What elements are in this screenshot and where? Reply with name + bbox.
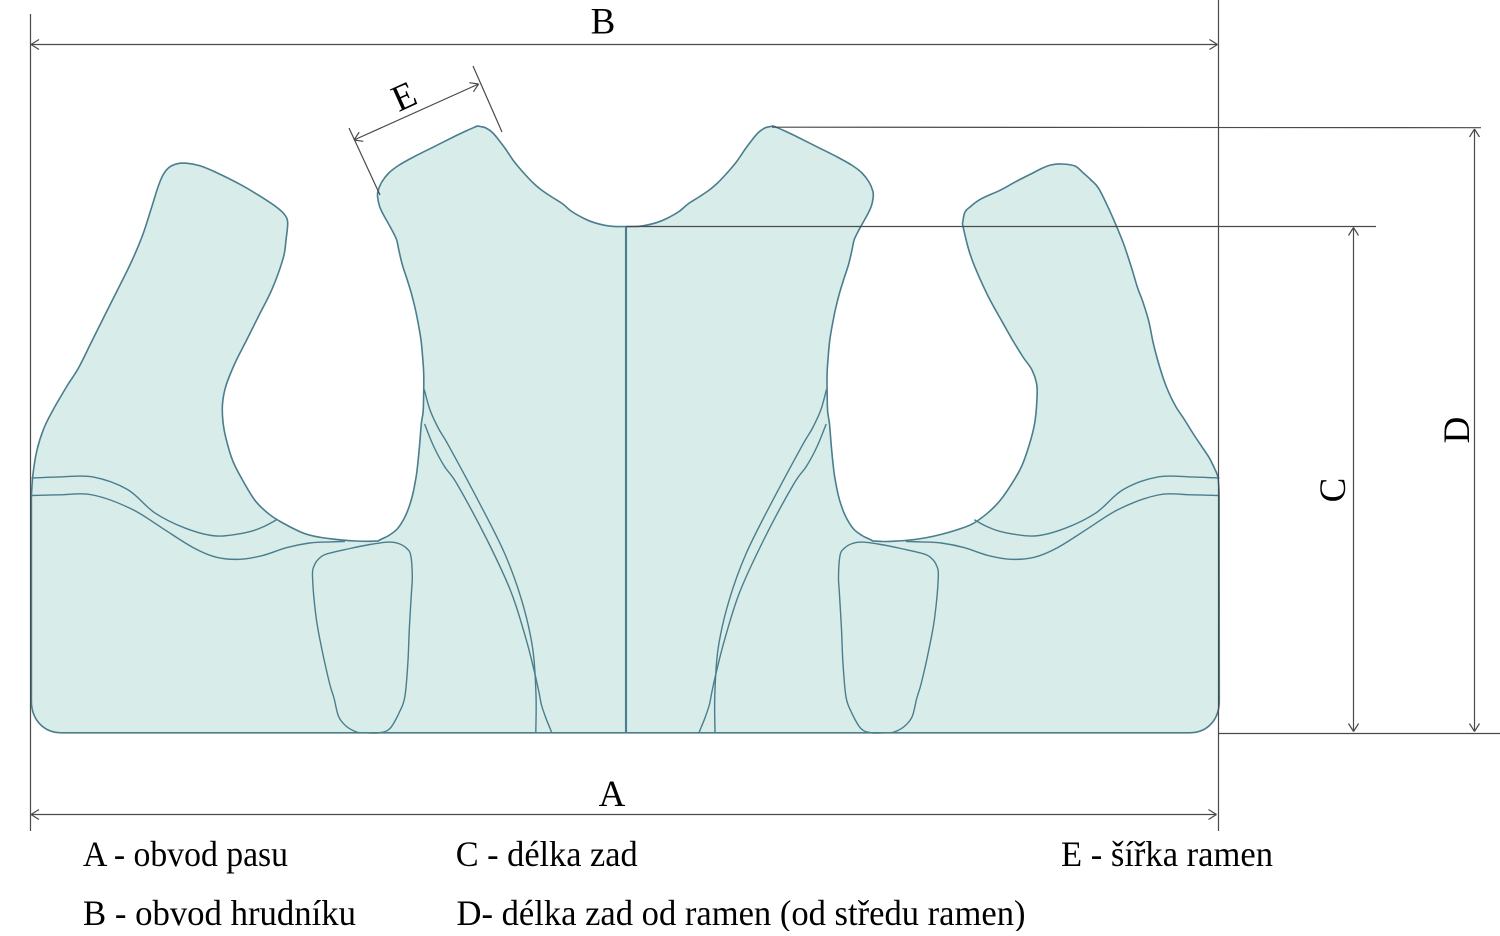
svg-text:D: D (1437, 417, 1478, 444)
svg-text:D- délka zad od ramen (od stře: D- délka zad od ramen (od středu ramen) (457, 893, 1026, 931)
svg-text:C - délka zad: C - délka zad (456, 834, 638, 874)
svg-text:C: C (1313, 478, 1354, 503)
svg-text:A - obvod pasu: A - obvod pasu (83, 834, 288, 874)
svg-text:E - šířka ramen: E - šířka ramen (1061, 834, 1273, 874)
svg-text:A: A (599, 774, 626, 815)
svg-text:B: B (591, 2, 616, 43)
svg-text:B - obvod hrudníku: B - obvod hrudníku (83, 893, 356, 931)
